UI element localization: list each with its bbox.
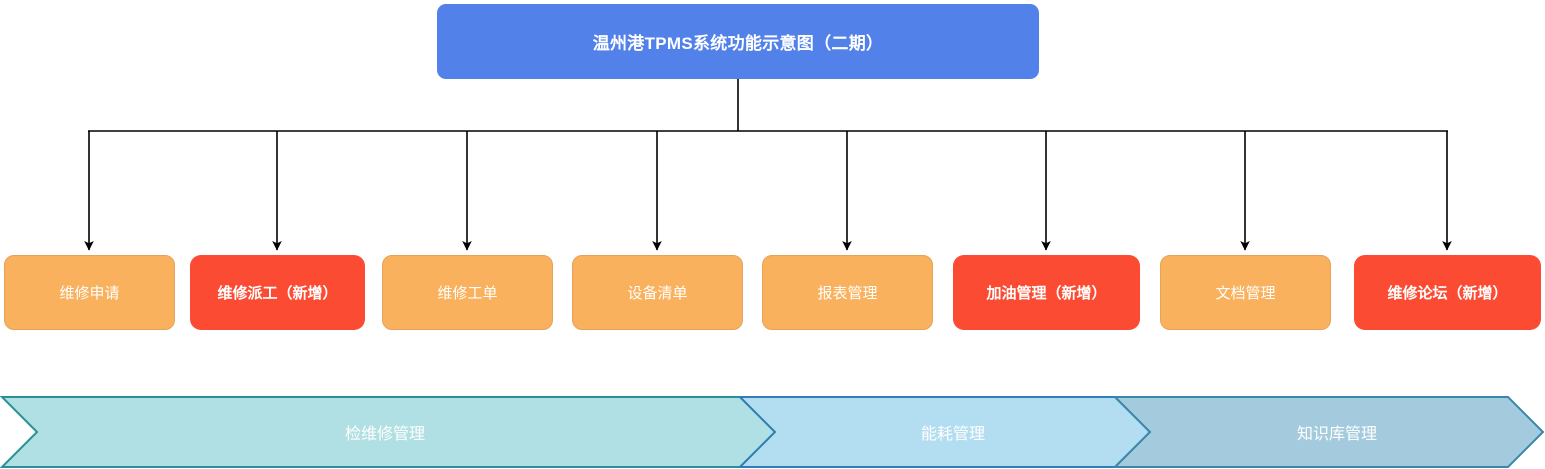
node-refueling-management[interactable]: 加油管理（新增）	[953, 255, 1140, 330]
node-repair-dispatch[interactable]: 维修派工（新增）	[190, 255, 365, 330]
category-band	[0, 396, 1545, 468]
node-label: 文档管理	[1215, 285, 1276, 302]
band-shape-knowledge[interactable]	[1112, 396, 1545, 468]
node-repair-workorder[interactable]: 维修工单	[382, 255, 553, 330]
node-repair-forum[interactable]: 维修论坛（新增）	[1354, 255, 1541, 330]
node-label: 报表管理	[817, 285, 878, 302]
node-label: 设备清单	[627, 285, 688, 302]
band-label-knowledge: 知识库管理	[1296, 426, 1378, 443]
node-report-management[interactable]: 报表管理	[762, 255, 933, 330]
node-document-management[interactable]: 文档管理	[1160, 255, 1331, 330]
node-label: 加油管理（新增）	[986, 285, 1107, 302]
node-label: 维修派工（新增）	[217, 285, 338, 302]
band-label-maintenance: 检维修管理	[344, 426, 426, 443]
diagram-title-label: 温州港TPMS系统功能示意图（二期）	[592, 34, 884, 53]
node-label: 维修论坛（新增）	[1387, 285, 1508, 302]
node-label: 维修申请	[59, 285, 120, 302]
node-equipment-list[interactable]: 设备清单	[572, 255, 743, 330]
diagram-title-node[interactable]: 温州港TPMS系统功能示意图（二期）	[437, 4, 1039, 79]
node-label: 维修工单	[437, 285, 498, 302]
band-label-energy: 能耗管理	[920, 426, 986, 443]
node-repair-application[interactable]: 维修申请	[4, 255, 175, 330]
